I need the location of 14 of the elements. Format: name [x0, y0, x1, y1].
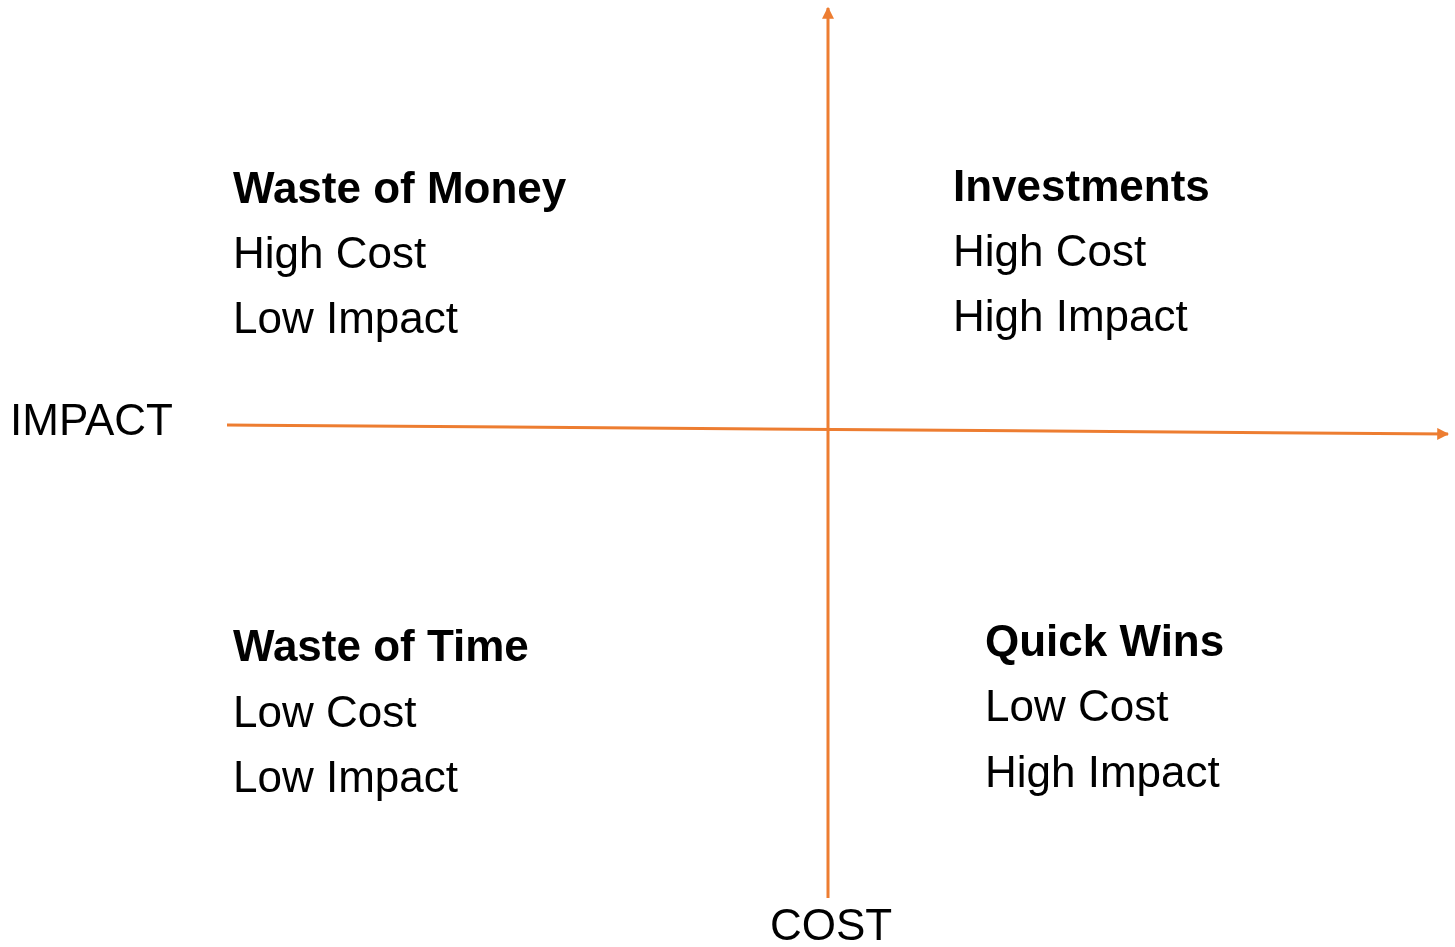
quadrant-text: Low Impact	[233, 296, 458, 340]
quadrant-text: High Impact	[953, 294, 1188, 338]
quadrant-text: Low Impact	[233, 755, 458, 799]
quadrant-text: Low Cost	[985, 684, 1169, 728]
quadrant-text: High Impact	[985, 750, 1220, 794]
quadrant-text: High Cost	[953, 229, 1147, 273]
quadrant-heading: Waste of Time	[233, 624, 529, 668]
quadrant-text: Low Cost	[233, 690, 417, 734]
axis-label: COST	[770, 903, 893, 947]
quadrant-text: High Cost	[233, 231, 427, 275]
axis-label: IMPACT	[10, 398, 173, 442]
quadrant-heading: Quick Wins	[985, 619, 1225, 663]
quadrant-heading: Investments	[953, 164, 1210, 208]
quadrant-heading: Waste of Money	[233, 166, 567, 210]
